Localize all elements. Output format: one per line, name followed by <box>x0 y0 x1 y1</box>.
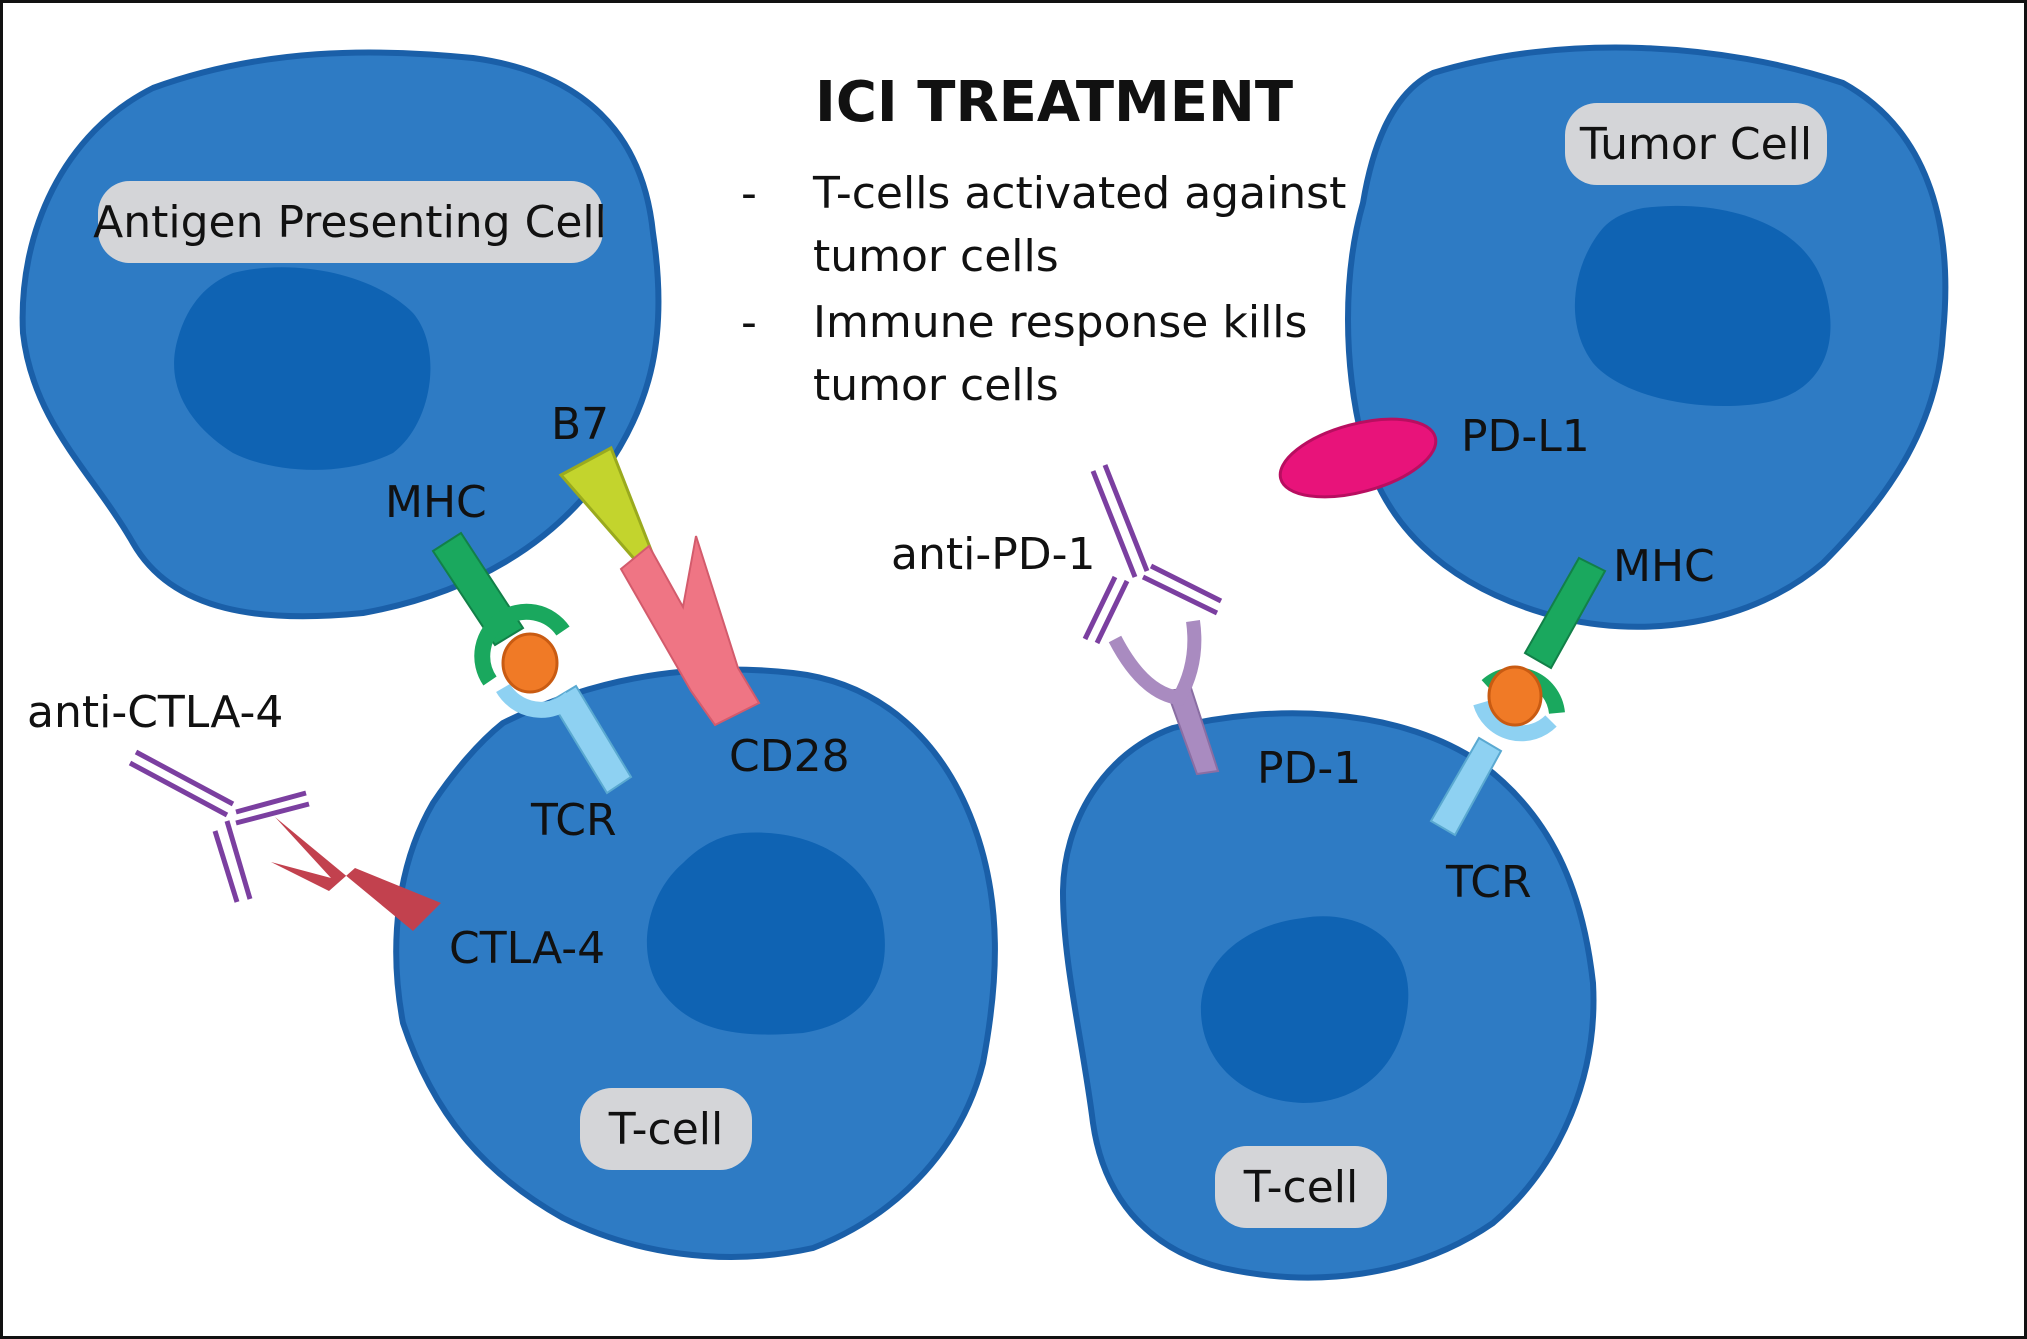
t-cell-right-label-box <box>1215 1146 1387 1228</box>
apc-label: Antigen Presenting Cell <box>93 197 607 248</box>
tcr-right <box>1429 700 1557 837</box>
mhc-left-label: MHC <box>385 477 487 528</box>
tcr-right-label: TCR <box>1445 857 1532 908</box>
bullet-1-line-2: tumor cells <box>813 231 1059 282</box>
tumor-nucleus <box>1574 205 1831 407</box>
bullet-1-dash: - <box>741 168 757 219</box>
anti-pd1-antibody <box>1082 464 1223 645</box>
cd28-receptor <box>619 535 761 727</box>
bullet-2-line-2: tumor cells <box>813 360 1059 411</box>
bullet-2-dash: - <box>741 297 757 348</box>
anti-pd1-label: anti-PD-1 <box>891 529 1096 580</box>
tumor-cell: Tumor Cell <box>1345 44 1949 630</box>
tcr-left-label: TCR <box>530 795 617 846</box>
cd28-label: CD28 <box>729 731 850 782</box>
ctla4-label: CTLA-4 <box>449 923 605 974</box>
bullet-list: - T-cells activated against tumor cells … <box>741 168 1346 411</box>
mhc-left <box>431 531 570 686</box>
b7-label: B7 <box>551 399 609 450</box>
bullet-1-line-1: T-cells activated against <box>812 168 1346 219</box>
antigen-presenting-cell: Antigen Presenting Cell <box>19 49 662 620</box>
t-cell-left-nucleus <box>646 832 885 1035</box>
mhc-right-label: MHC <box>1613 541 1715 592</box>
t-cell-left-label-box <box>580 1088 752 1170</box>
diagram-canvas: Antigen Presenting Cell Tumor Cell T-cel… <box>19 44 1949 1281</box>
diagram-title: ICI TREATMENT <box>815 70 1293 135</box>
t-cell-right: T-cell <box>1059 710 1597 1281</box>
pd1-label: PD-1 <box>1257 743 1361 794</box>
tumor-label-box <box>1565 103 1827 185</box>
t-cell-left-label: T-cell <box>608 1104 723 1155</box>
anti-ctla4-antibody <box>128 749 310 903</box>
apc-nucleus <box>174 267 431 470</box>
anti-ctla4-label: anti-CTLA-4 <box>27 687 283 738</box>
tumor-label: Tumor Cell <box>1579 119 1812 170</box>
antigen-left <box>501 632 559 694</box>
pdl1-ligand <box>1278 417 1438 499</box>
t-cell-right-label: T-cell <box>1243 1162 1358 1213</box>
t-cell-right-nucleus <box>1200 916 1409 1103</box>
tcr-left <box>496 683 633 795</box>
pd1-receptor <box>1108 620 1220 776</box>
antigen-right <box>1487 665 1543 727</box>
ctla4-receptor <box>271 817 441 931</box>
bullet-2-line-1: Immune response kills <box>813 297 1307 348</box>
pdl1-label: PD-L1 <box>1461 411 1590 462</box>
apc-label-box <box>98 181 603 263</box>
t-cell-left: T-cell <box>393 666 998 1260</box>
